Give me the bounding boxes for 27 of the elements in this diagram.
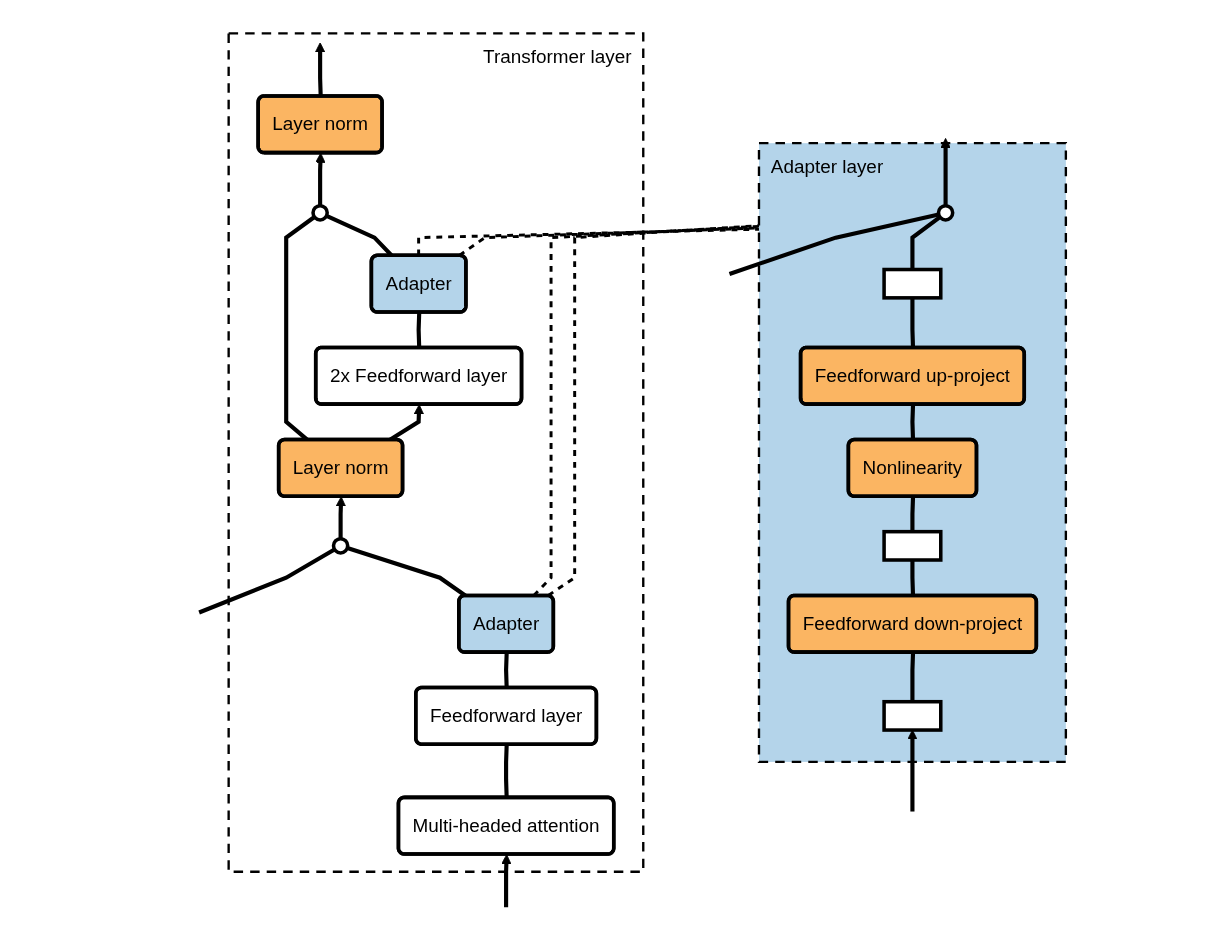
process-box: 2x Feedforward layer [314,345,524,406]
process-box: Feedforward layer [414,685,599,746]
connector-line [910,496,916,532]
sum-circle [937,204,955,222]
connector-line [910,652,916,702]
connector-line [198,547,336,615]
process-box: Adapter [369,253,468,314]
vector-box [882,699,943,732]
connector-line [729,212,940,276]
process-box: Nonlinearity [846,437,979,499]
process-box: Layer norm [277,437,405,499]
arrow [501,854,512,908]
process-box: Layer norm [256,94,385,155]
process-box: Feedforward up-project [799,345,1027,406]
process-box: Adapter [457,593,556,654]
sum-circle [332,537,350,555]
vector-box [882,267,943,300]
dashed-line [417,227,760,256]
process-box: Multi-headed attention [397,795,616,856]
arrow [315,152,326,206]
arrow [940,138,952,206]
sum-circle [311,204,330,222]
connector-line [347,546,468,598]
process-box: Feedforward down-project [787,593,1039,654]
arrow [336,496,347,539]
connector-line [910,215,942,270]
vector-box [882,529,943,562]
